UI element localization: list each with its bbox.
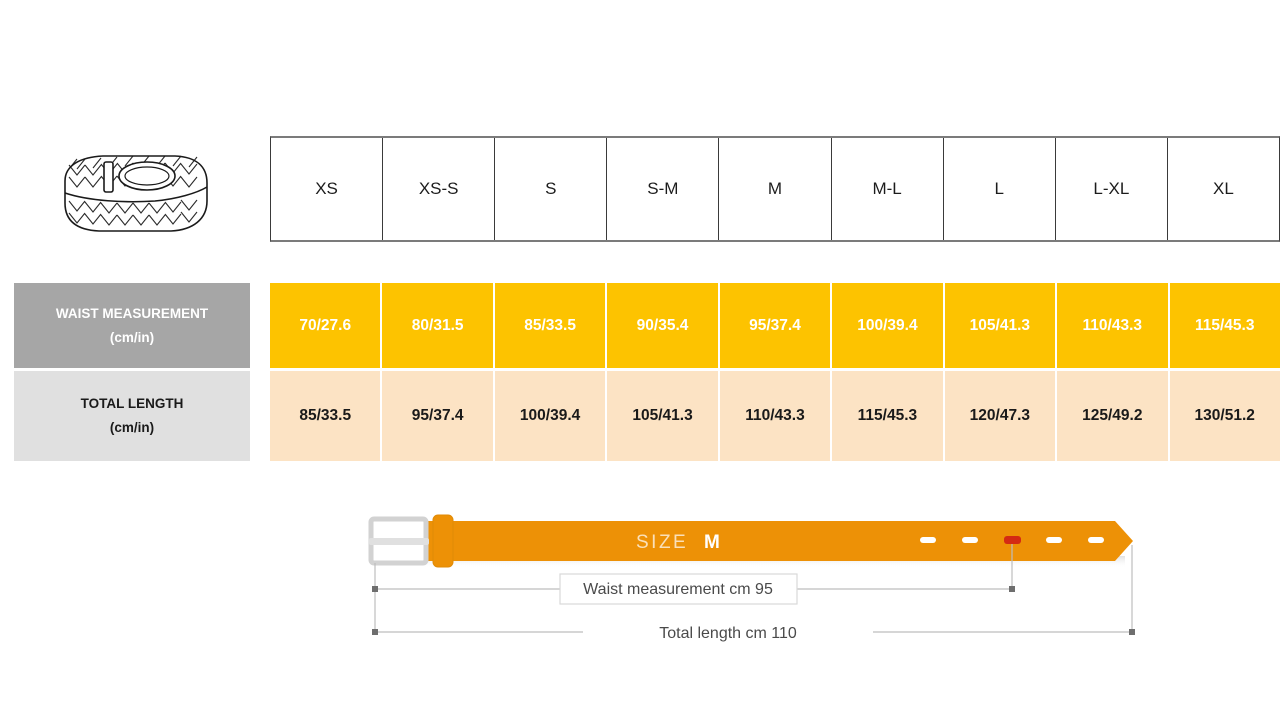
total-length-line1: TOTAL LENGTH (80, 396, 184, 412)
total-dimension-label: Total length cm 110 (659, 625, 797, 642)
length-value-xs-s: 95/37.4 (382, 371, 495, 461)
waist-measurement-label: WAIST MEASUREMENT (cm/in) (14, 283, 250, 368)
waist-value-l-xl: 110/43.3 (1057, 283, 1170, 368)
belt-size-value: M (704, 532, 720, 553)
total-length-dimension-line: Total length cm 110 (372, 620, 1135, 645)
waist-label-unit: (cm/in) (109, 329, 155, 345)
length-value-l: 120/47.3 (944, 371, 1058, 461)
belt-measurement-diagram: SIZE M Waist measurement cm 95 Total len… (368, 514, 1135, 645)
waist-value-s: 85/33.5 (494, 283, 608, 368)
size-header-cell-xs: XS (271, 138, 384, 240)
waist-value-xl: 115/45.3 (1169, 283, 1280, 368)
belt-hole-4 (1046, 537, 1062, 543)
dimension-extension-lines (374, 544, 1133, 633)
waist-dim-tick-right (1009, 586, 1015, 592)
waist-value-cells: 70/27.6 80/31.5 85/33.5 90/35.4 95/37.4 … (270, 283, 1280, 368)
belt-hole-5 (1088, 537, 1104, 543)
total-length-value-cells: 85/33.5 95/37.4 100/39.4 105/41.3 110/43… (270, 371, 1280, 461)
size-header-cell-s-m: S-M (607, 138, 720, 240)
length-value-s: 100/39.4 (494, 371, 608, 461)
length-value-xl: 130/51.2 (1169, 371, 1280, 461)
waist-label-line1: WAIST MEASUREMENT (55, 305, 209, 321)
waist-value-l: 105/41.3 (944, 283, 1058, 368)
size-header-cell-m-l: M-L (832, 138, 944, 240)
size-header-cell-xl: XL (1213, 179, 1234, 198)
length-value-xs: 85/33.5 (270, 371, 383, 461)
total-length-label: TOTAL LENGTH (cm/in) (14, 371, 250, 461)
size-header-cell-s: S (495, 138, 608, 240)
total-dim-tick-right (1129, 629, 1135, 635)
total-dimension-label-mask (583, 620, 873, 645)
waist-value-s-m: 90/35.4 (607, 283, 720, 368)
length-value-m: 110/43.3 (719, 371, 833, 461)
belt-strap (425, 521, 1133, 561)
row-gap-spacer (250, 371, 270, 461)
length-value-l-xl: 125/49.2 (1057, 371, 1170, 461)
size-header-cell-l: L (944, 138, 1056, 240)
waist-value-m-l: 100/39.4 (832, 283, 945, 368)
belt-hole-1 (920, 537, 936, 543)
total-length-row: TOTAL LENGTH (cm/in) 85/33.5 95/37.4 100… (14, 371, 1280, 461)
size-header-cell-m: M (719, 138, 832, 240)
belt-hole-2 (962, 537, 978, 543)
size-header-table: XS XS-S S S-M M M-L L L-XL XL (270, 136, 1280, 242)
total-length-unit: (cm/in) (109, 420, 155, 435)
size-header-cell-l-xl: L-XL (1056, 138, 1168, 240)
braided-belt-illustration (64, 155, 208, 232)
waist-dimension-line: Waist measurement cm 95 (372, 573, 1015, 605)
waist-dimension-label: Waist measurement cm 95 (583, 581, 773, 598)
belt-keeper-loop (432, 514, 454, 568)
length-value-m-l: 115/45.3 (832, 371, 945, 461)
row-gap-spacer (250, 283, 270, 368)
length-value-s-m: 105/41.3 (607, 371, 720, 461)
waist-dimension-label-box (559, 573, 798, 605)
waist-measurement-row: WAIST MEASUREMENT (cm/in) 70/27.6 80/31.… (14, 283, 1280, 368)
total-dim-tick-left (372, 629, 378, 635)
waist-value-xs-s: 80/31.5 (382, 283, 495, 368)
belt-hole-3-selected (1004, 536, 1021, 544)
waist-value-xs: 70/27.6 (270, 283, 383, 368)
buckle-crossbar (369, 538, 429, 545)
belt-size-label: SIZE (636, 532, 688, 553)
size-header-cell-xs-s: XS-S (383, 138, 496, 240)
waist-value-m: 95/37.4 (719, 283, 833, 368)
waist-dim-tick-left (372, 586, 378, 592)
